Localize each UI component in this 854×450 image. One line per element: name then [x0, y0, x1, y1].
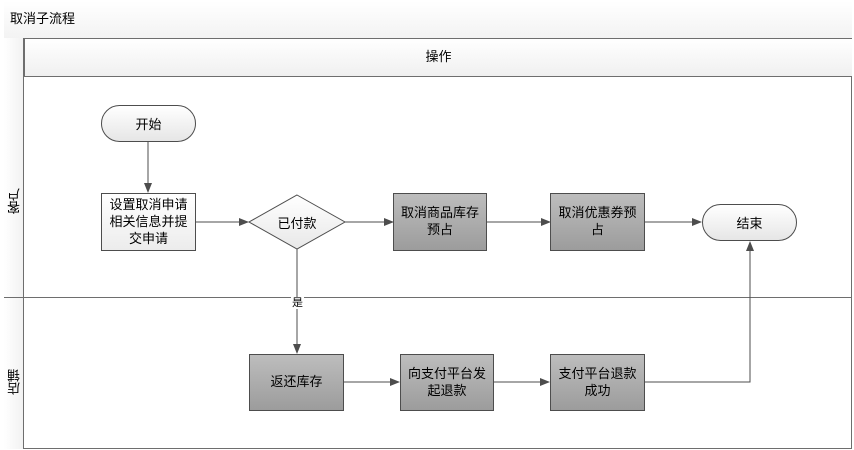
lane-divider	[4, 297, 852, 298]
edge-label-yes: 是	[291, 296, 304, 309]
node-cancel-coupon: 取消优惠券预占	[550, 193, 645, 251]
node-cancel-product-stock: 取消商品库存预占	[393, 193, 487, 251]
node-submit-request: 设置取消申请相关信息并提交申请	[101, 193, 196, 251]
node-start: 开始	[101, 105, 196, 142]
node-return-stock: 返还库存	[249, 354, 344, 411]
node-paid-decision: 已付款	[277, 216, 317, 232]
lane-header-store: 店铺	[4, 297, 24, 449]
edge-success-to-end	[645, 241, 754, 383]
phase-header: 操作	[24, 38, 852, 77]
lane-header-customer: 客户	[4, 38, 24, 297]
node-end: 结束	[702, 204, 797, 241]
node-initiate-refund: 向支付平台发起退款	[400, 354, 494, 411]
diagram-title: 取消子流程	[4, 1, 852, 39]
node-refund-success: 支付平台退款成功	[550, 354, 645, 411]
